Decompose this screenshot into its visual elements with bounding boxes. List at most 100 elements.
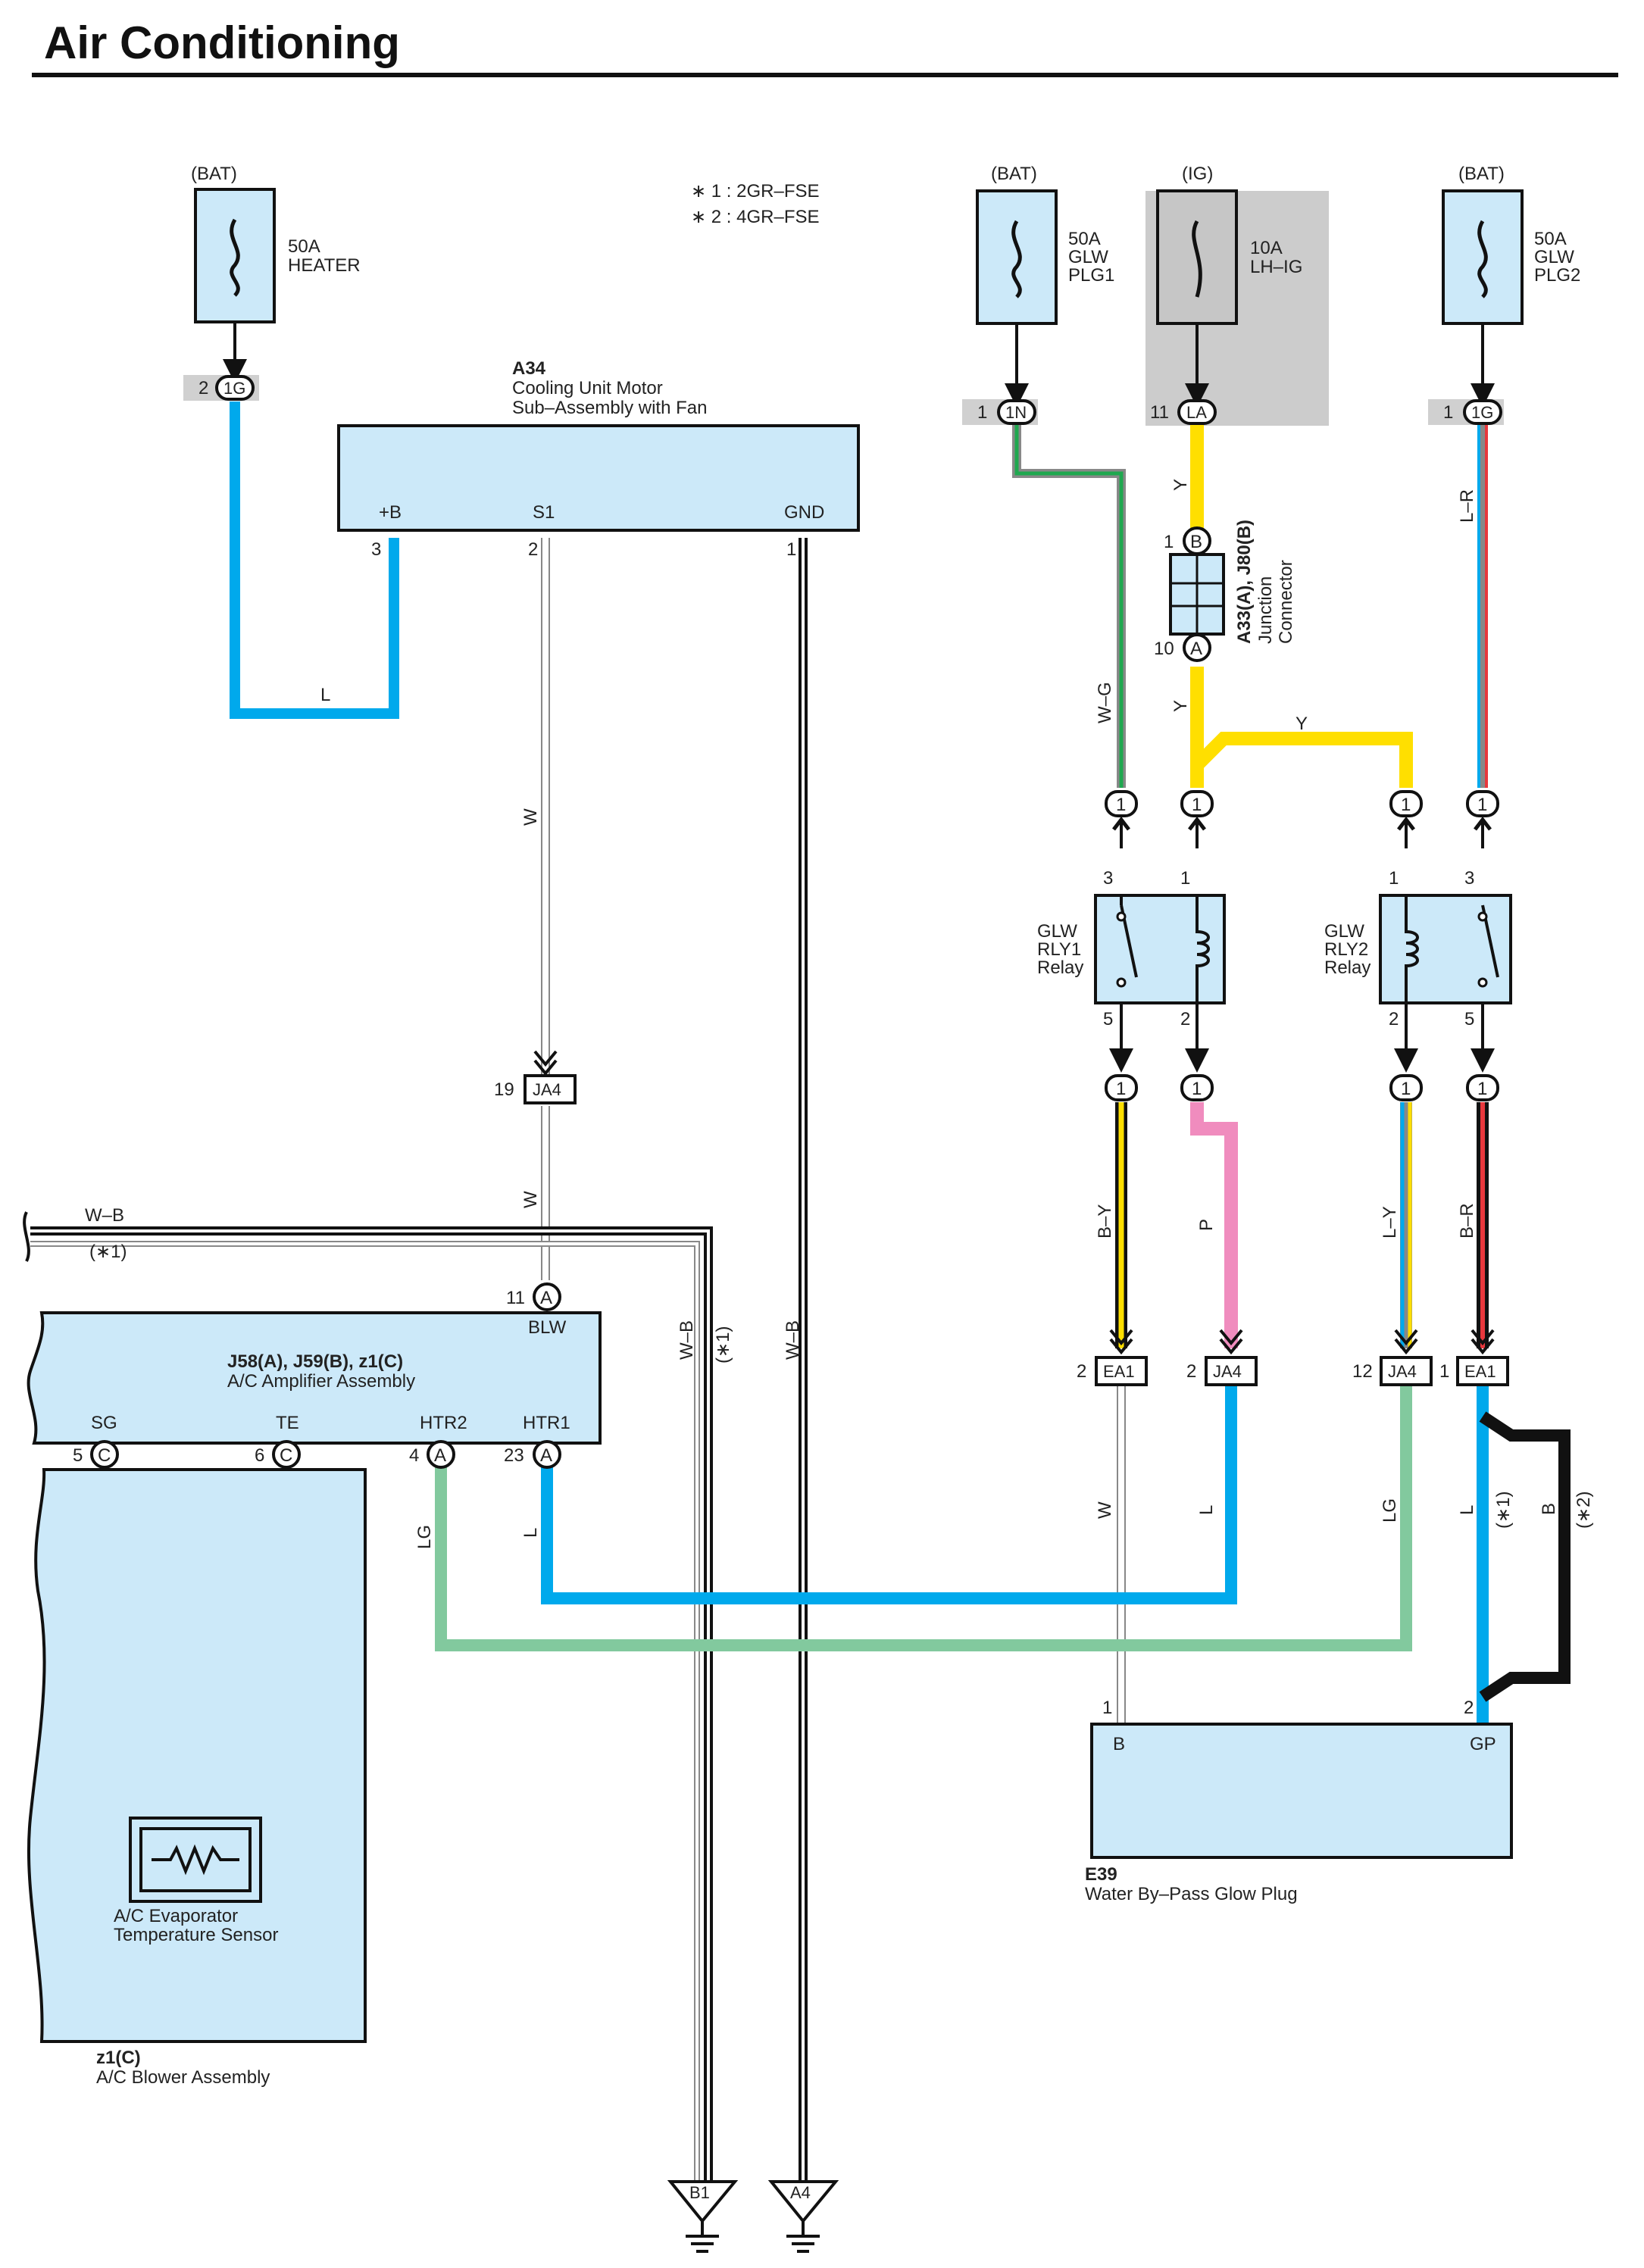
fuse-name: PLG2 <box>1534 265 1580 286</box>
connector-capsule <box>1180 1074 1214 1101</box>
engine-note-2: ∗ 2 : 4GR–FSE <box>691 207 820 227</box>
wire-label: LG <box>414 1525 435 1549</box>
relay-name: Relay <box>1037 957 1083 978</box>
wire-core <box>30 1229 710 2182</box>
relay-box <box>1094 894 1226 1004</box>
pin-number: 2 <box>198 378 208 398</box>
relay-connectors-lower: 1 1 1 1 <box>1105 1074 1499 1101</box>
wire-core <box>1014 420 1124 788</box>
connector-box <box>1456 1356 1509 1386</box>
connector-code: 1N <box>1005 403 1027 422</box>
pin-number: 1 <box>1102 1698 1112 1718</box>
amplifier-name: A/C Amplifier Assembly <box>227 1371 415 1392</box>
ac-amplifier-assembly: J58(A), J59(B), z1(C) A/C Amplifier Asse… <box>27 1311 602 1445</box>
relay-connectors-upper: 1 1 1 1 <box>1105 790 1499 831</box>
connector-code: EA1 <box>1103 1362 1135 1381</box>
pin-number: 1 <box>1116 1079 1126 1099</box>
relay-name: RLY1 <box>1037 939 1081 960</box>
fuse-source: (BAT) <box>1458 164 1505 184</box>
connector-capsule <box>1466 790 1499 817</box>
pin-number: 19 <box>494 1079 514 1100</box>
wire-label: B <box>1539 1503 1559 1515</box>
pin-number: 5 <box>1103 1009 1113 1029</box>
relay-name: GLW <box>1324 921 1364 942</box>
terminal-label: GP <box>1470 1734 1496 1754</box>
pin-number: 2 <box>1389 1009 1399 1029</box>
fuse-box <box>1442 189 1524 325</box>
wire-label: P <box>1196 1219 1217 1231</box>
relay-contact <box>1116 977 1127 988</box>
pin-number: 1 <box>1180 868 1190 889</box>
connector-code: 1G <box>1471 403 1493 422</box>
component-name: Water By–Pass Glow Plug <box>1085 1884 1298 1904</box>
connector-capsule <box>997 399 1036 425</box>
evaporator-temp-sensor: A/C Evaporator Temperature Sensor <box>114 1817 278 1945</box>
pin-code: C <box>280 1445 292 1466</box>
pin-code: C <box>98 1445 111 1466</box>
connector-ea1-2: 2 EA1 <box>1077 1329 1148 1386</box>
connector-arrows <box>533 1050 558 1076</box>
connector-box <box>1380 1356 1433 1386</box>
relay-name: Relay <box>1324 957 1371 978</box>
page-title: Air Conditioning <box>44 17 400 68</box>
fuse-name: HEATER <box>288 255 361 276</box>
connector-code: 1G <box>223 379 245 398</box>
fuse-icon <box>230 218 240 297</box>
junction-pin-num: 10 <box>1154 639 1174 659</box>
wire-label: L <box>1457 1505 1477 1515</box>
junction-pin-num: 1 <box>1164 532 1174 552</box>
fuse-icon <box>1192 220 1202 298</box>
ground-triangle <box>667 2180 739 2224</box>
connector-capsule <box>1463 399 1502 425</box>
junction-connector: B 1 A 10 A33(A), J80(B) Junction Connect… <box>1154 520 1296 662</box>
terminal-label: HTR1 <box>523 1413 570 1433</box>
wire-wg <box>1012 420 1126 788</box>
cooling-unit-motor: A34 Cooling Unit Motor Sub–Assembly with… <box>337 358 860 560</box>
pin-number: 1 <box>1192 795 1202 815</box>
connector-code: JA4 <box>1213 1362 1242 1381</box>
blower-body <box>27 1468 367 2043</box>
fuse-rating: 10A <box>1250 238 1283 258</box>
fuse-name: PLG1 <box>1068 265 1114 286</box>
pin-number: 1 <box>1401 795 1411 815</box>
ground-a4: A4 <box>767 2180 839 2253</box>
wire-core <box>30 1242 699 2182</box>
fuse-icon <box>1011 220 1022 298</box>
pin-number: 2 <box>1186 1361 1196 1382</box>
pin-circle <box>427 1440 455 1469</box>
connector-la: 11 LA <box>1150 399 1217 425</box>
title-rule <box>32 73 1618 77</box>
fuse-source: (IG) <box>1182 164 1213 184</box>
wire-label: W–B <box>677 1320 697 1360</box>
pin-number: 1 <box>977 402 987 423</box>
thermistor-icon <box>152 1844 239 1876</box>
ground-b1: B1 <box>667 2180 739 2253</box>
sensor-name: A/C Evaporator <box>114 1906 238 1926</box>
pin-number: 1 <box>1439 1361 1449 1382</box>
fuse-rating: 50A <box>1068 229 1101 249</box>
junction-pin-code: A <box>1190 639 1202 659</box>
blower-code: z1(C) <box>96 2048 141 2068</box>
pin-number: 2 <box>1180 1009 1190 1029</box>
pin-number: 2 <box>1077 1361 1086 1382</box>
water-bypass-glow-plug: B GP 1 2 E39 Water By–Pass Glow Plug <box>1085 1698 1513 1904</box>
relay-name: GLW <box>1037 921 1077 942</box>
fuse-source: (BAT) <box>991 164 1037 184</box>
glw-rly1-relay: GLW RLY1 Relay 3 1 5 2 <box>1037 868 1226 1029</box>
wire-label: L–R <box>1457 489 1477 523</box>
connector-ja4-19: 19 JA4 <box>494 1050 577 1104</box>
wire-l-htr1 <box>541 1386 1237 1604</box>
pin-code: A <box>434 1445 446 1466</box>
pin-number: 1 <box>1443 402 1453 423</box>
connector-arrows <box>1109 1329 1133 1355</box>
sensor-name: Temperature Sensor <box>114 1925 278 1945</box>
relay-coil <box>1405 895 1419 1003</box>
wire-label: W–B <box>783 1320 803 1360</box>
ac-blower-assembly: z1(C) A/C Blower Assembly <box>27 1468 367 2088</box>
pin-number: 1 <box>1477 795 1487 815</box>
ground-code: A4 <box>790 2183 811 2202</box>
fuse-rating: 50A <box>1534 229 1567 249</box>
junction-pin <box>1183 526 1211 555</box>
terminal-label: HTR2 <box>420 1413 467 1433</box>
